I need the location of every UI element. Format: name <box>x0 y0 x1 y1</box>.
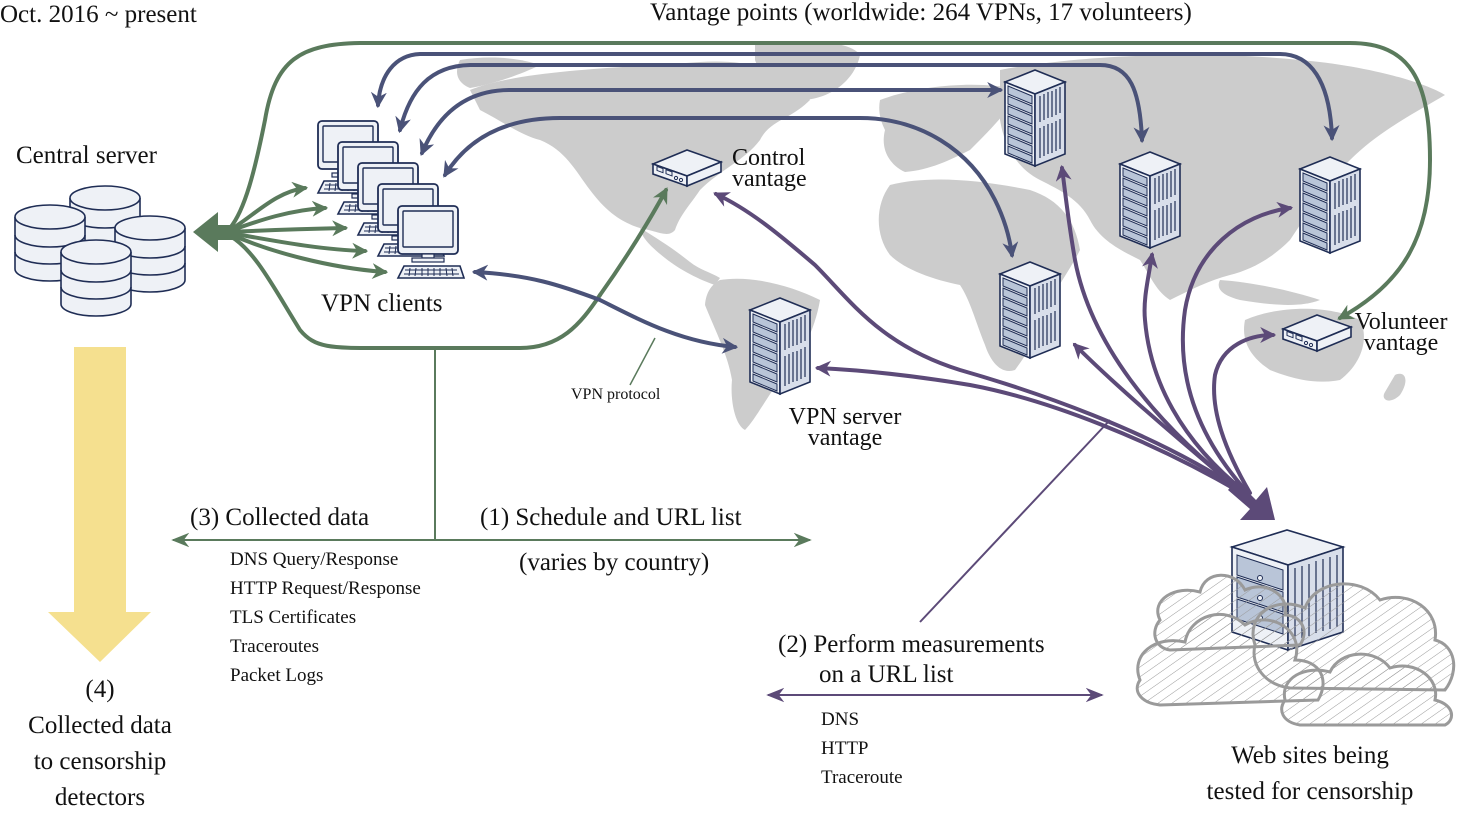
step2-items: DNS HTTP Traceroute <box>821 705 903 792</box>
websites-cloud-icon <box>1135 529 1456 727</box>
arrow-client-to-india <box>395 63 1150 144</box>
purple-arrowhead-web <box>1228 480 1275 520</box>
arrow-client-to-vpn-server <box>471 264 739 354</box>
step4-line-1: (4) <box>85 676 115 703</box>
vpn-server-vantage-line-1: VPN server <box>788 404 902 430</box>
vantage-points-title: Vantage points (worldwide: 264 VPNs, 17 … <box>650 0 1192 26</box>
vpn-server-india-icon <box>1119 151 1181 249</box>
step4-label: (4) Collected data to censorship detecto… <box>0 672 200 816</box>
volunteer-vantage-label: Volunteer vantage <box>1342 310 1460 355</box>
step1-label: (1) Schedule and URL list <box>480 504 742 531</box>
step2-item: Traceroute <box>821 767 903 788</box>
control-vantage-label: Control vantage <box>732 146 807 191</box>
step3-item: Traceroutes <box>230 636 319 657</box>
websites-line-2: tested for censorship <box>1206 778 1414 805</box>
step2-label-line-2: on a URL list <box>819 661 954 688</box>
step3-item: Packet Logs <box>230 665 324 686</box>
vpn-server-vantage-label: VPN server vantage <box>770 405 920 450</box>
websites-label: Web sites being tested for censorship <box>1160 738 1460 810</box>
control-vantage-line-1: Control <box>732 145 806 171</box>
arrow-client-to-tokyo <box>370 52 1340 142</box>
arrow-central-to-client-3 <box>228 220 349 237</box>
map-central-america <box>640 228 720 285</box>
volunteer-vantage-line-1: Volunteer <box>1354 309 1448 335</box>
step3-items: DNS Query/Response HTTP Request/Response… <box>230 545 421 690</box>
timeframe-label: Oct. 2016 ~ present <box>0 1 197 28</box>
vpn-clients-label: VPN clients <box>321 290 443 317</box>
step2-label-line-1: (2) Perform measurements <box>778 631 1045 658</box>
arrow-central-to-client-4 <box>228 231 369 259</box>
navy-flows <box>370 52 1340 354</box>
step4-line-3: to censorship <box>33 748 167 775</box>
step3-item: DNS Query/Response <box>230 549 399 570</box>
map-europe <box>879 84 1020 172</box>
arrow-web-to-india <box>1142 251 1248 495</box>
vpn-server-vantage-icon <box>749 297 811 395</box>
step2-leader <box>919 419 1111 623</box>
map-indonesia <box>1218 280 1320 305</box>
green-arrowhead-central <box>193 212 240 252</box>
arrow-web-to-vpn-server <box>814 360 1242 494</box>
arrow-client-to-europe <box>419 82 1004 156</box>
step2-item: DNS <box>821 709 860 730</box>
step2-label: (2) Perform measurements on a URL list <box>778 630 1045 690</box>
arrow-central-to-client-5 <box>228 232 389 280</box>
volunteer-vantage-line-2: vantage <box>1363 330 1439 356</box>
arrow-web-to-control <box>713 192 1242 492</box>
vpn-server-tokyo-icon <box>1299 156 1361 254</box>
vpn-clients-icon <box>317 120 465 279</box>
map-new-zealand <box>1383 373 1406 401</box>
yellow-down-arrow <box>48 347 151 662</box>
purple-flows <box>713 164 1294 495</box>
arrow-central-to-volunteer <box>228 41 1433 320</box>
arrow-web-to-tokyo <box>1180 201 1294 495</box>
step3-item: HTTP Request/Response <box>230 578 421 599</box>
arrow-web-to-europe <box>1055 164 1246 495</box>
world-map <box>457 41 1445 430</box>
step3-label: (3) Collected data <box>190 504 370 531</box>
step1-sublabel: (varies by country) <box>519 549 710 576</box>
vpn-server-vantage-line-2: vantage <box>807 425 883 451</box>
vpn-server-africa-icon <box>999 261 1061 359</box>
central-server-label: Central server <box>16 142 157 169</box>
control-vantage-line-2: vantage <box>732 166 807 192</box>
step2-item: HTTP <box>821 738 869 759</box>
step4-line-4: detectors <box>54 784 146 811</box>
vpn-protocol-label: VPN protocol <box>571 386 661 403</box>
step-arrows <box>171 337 1111 703</box>
websites-line-1: Web sites being <box>1231 742 1389 769</box>
vpn-server-europe-icon <box>1004 69 1066 167</box>
vpn-protocol-leader <box>629 337 656 386</box>
arrow-client-to-africa <box>443 116 1019 259</box>
step3-item: TLS Certificates <box>230 607 357 628</box>
step4-line-2: Collected data <box>28 712 172 739</box>
central-server-icon <box>14 185 186 317</box>
arrow-web-to-volunteer <box>1212 327 1277 495</box>
